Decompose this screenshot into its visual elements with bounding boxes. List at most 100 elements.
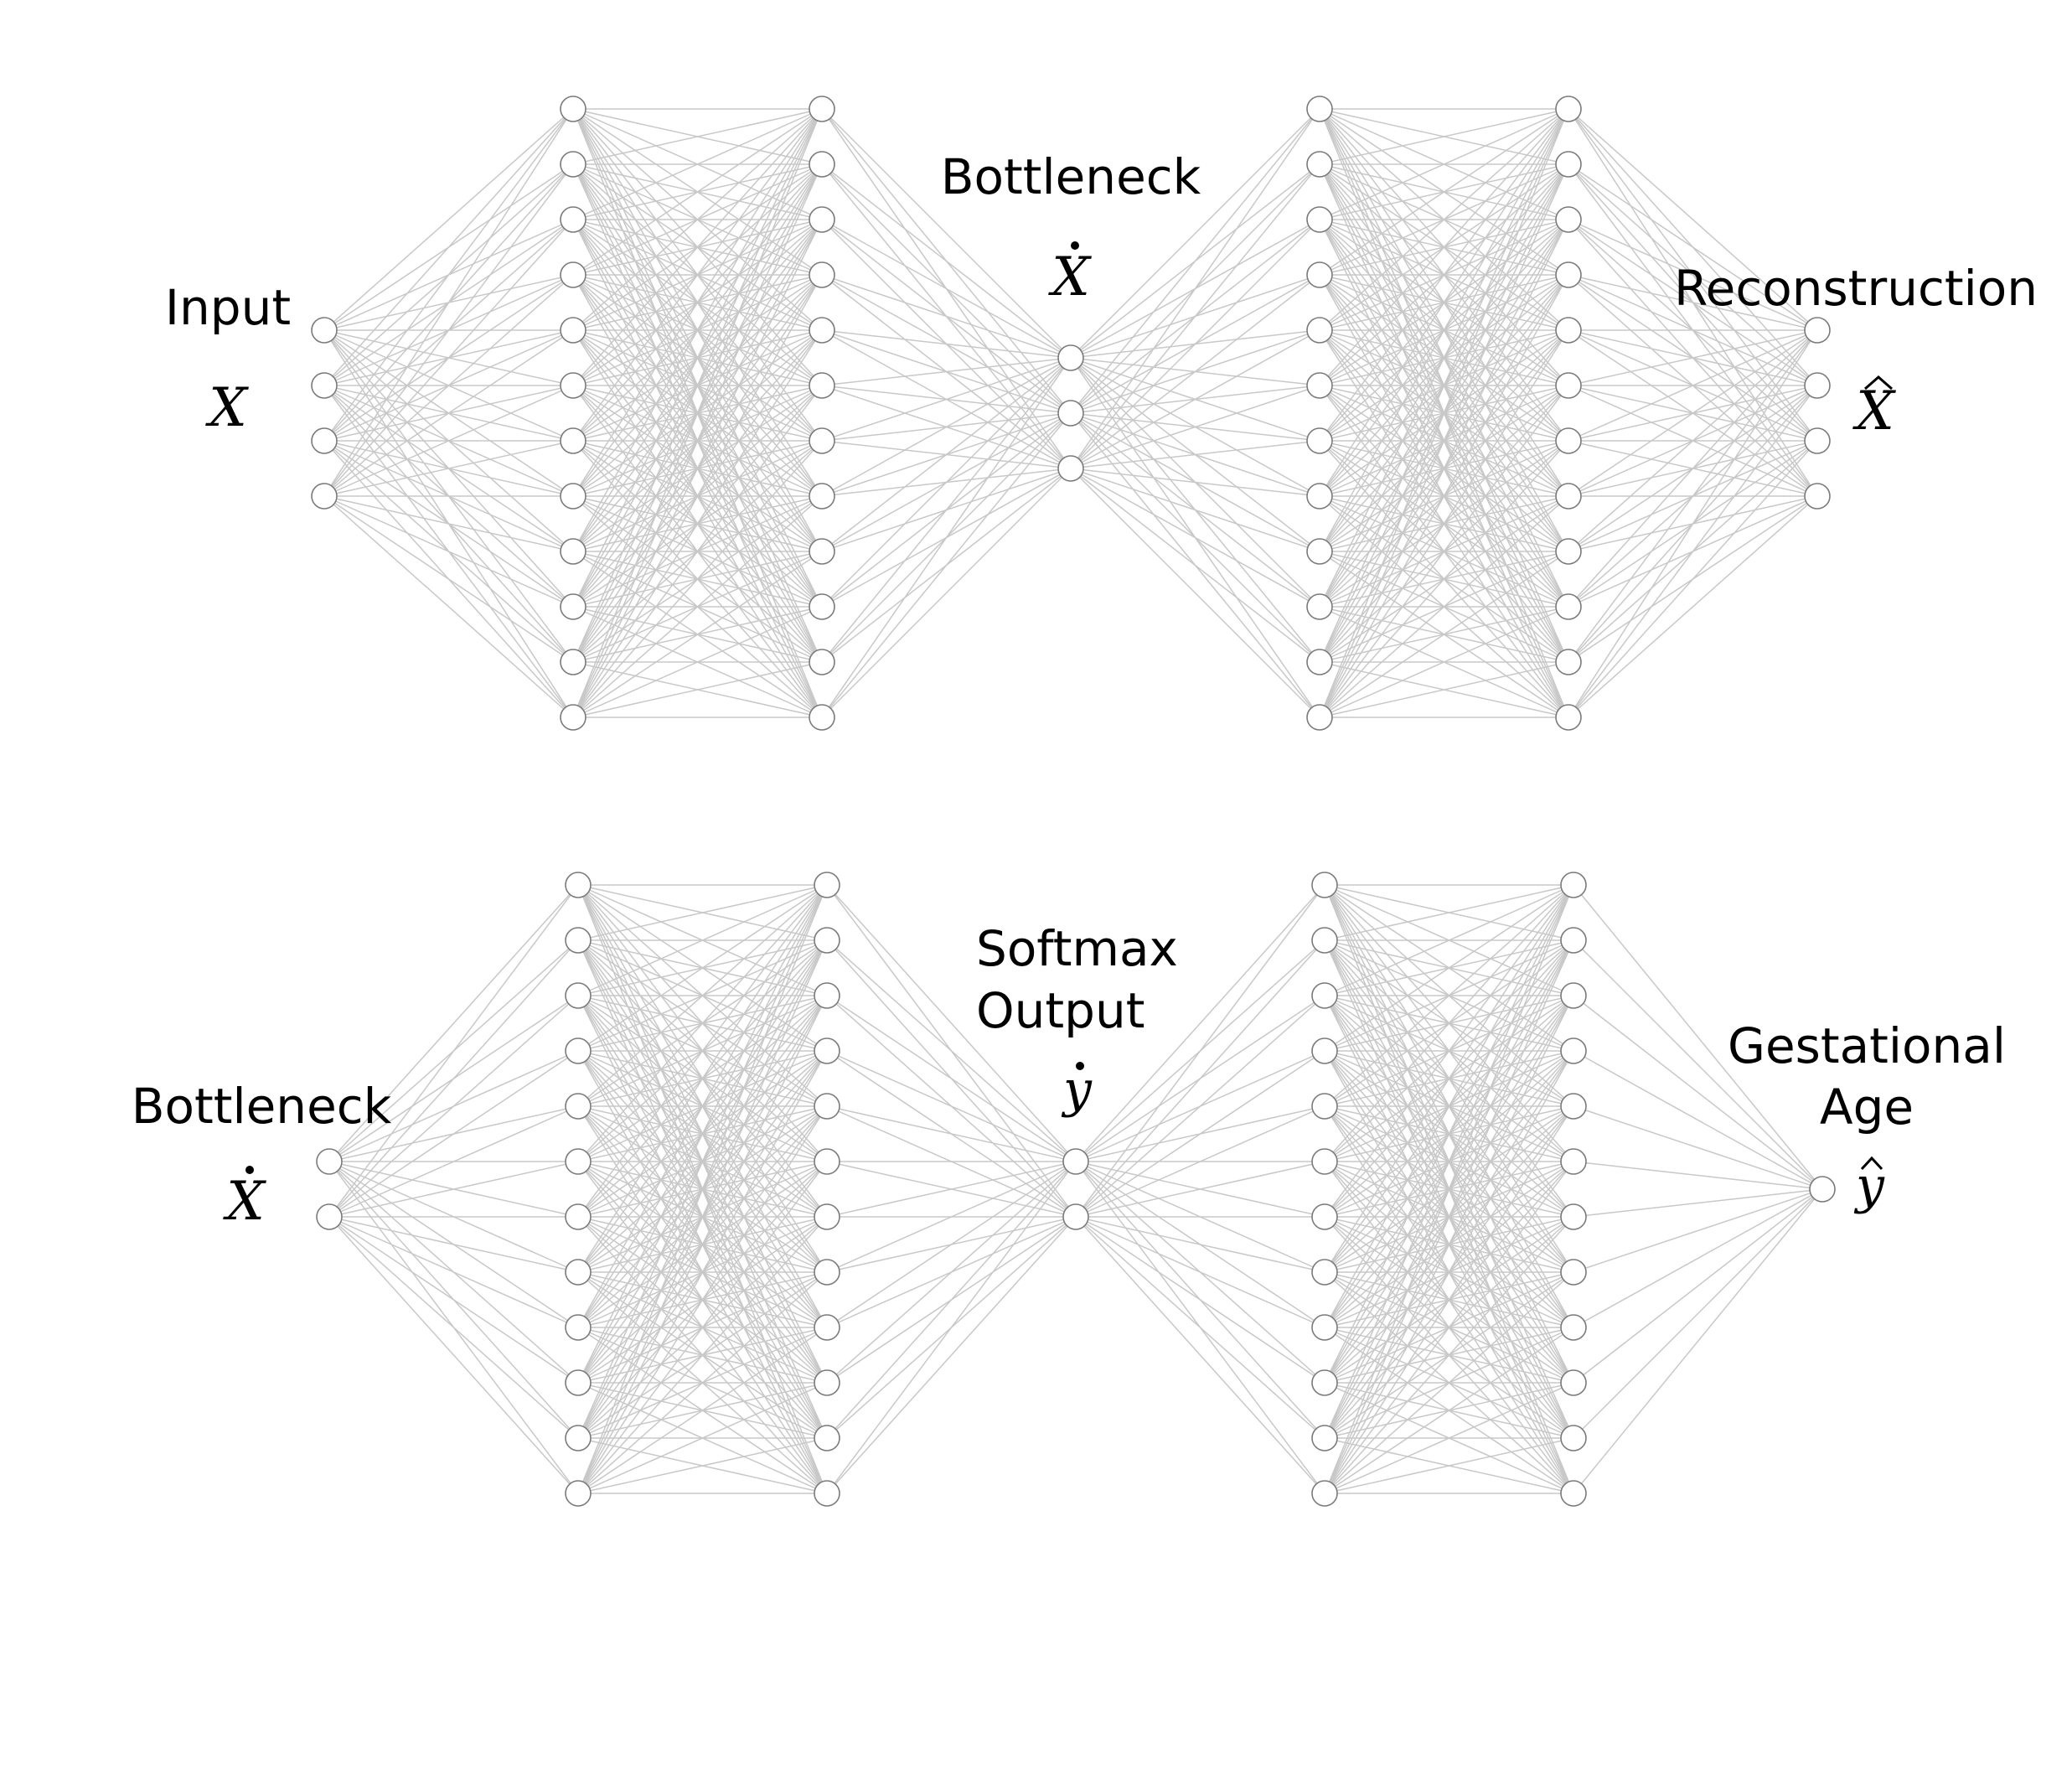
connection-line [826, 1161, 1077, 1328]
connection-line [328, 1050, 579, 1218]
connection-line [577, 1161, 828, 1494]
neuron-layer-2-node-2 [809, 206, 835, 233]
connection-line [1568, 329, 1818, 552]
connection-line [1319, 329, 1569, 718]
connection-line [1573, 884, 1823, 1190]
neuron-layer-1-node-4 [560, 317, 586, 344]
neuron-layer-5-node-11 [1560, 1480, 1587, 1507]
connection-line [323, 495, 574, 663]
neuron-layer-5-node-0 [1555, 96, 1582, 122]
connection-line [577, 884, 828, 1218]
connection-line [1075, 884, 1325, 1218]
neuron-layer-1-node-11 [565, 1480, 592, 1507]
connection-line [1324, 1050, 1574, 1494]
connection-line [1075, 939, 1325, 1218]
neuron-layer-4-node-2 [1311, 982, 1338, 1009]
neuron-layer-5-node-6 [1555, 427, 1582, 454]
reconstruction-hat-accent [1864, 375, 1893, 391]
neuron-layer-1-node-1 [565, 927, 592, 954]
connection-line [1075, 1216, 1325, 1273]
connection-line [577, 1271, 828, 1494]
neuron-layer-0-node-1 [316, 1203, 343, 1230]
neuron-layer-4-node-3 [1306, 261, 1333, 288]
neuron-layer-2-node-7 [809, 483, 835, 510]
neuron-layer-2-node-2 [814, 982, 840, 1009]
connection-line [1324, 884, 1574, 1384]
connection-line [1319, 219, 1569, 718]
connection-line [1070, 468, 1320, 608]
connection-line [1075, 1216, 1325, 1494]
connection-line [577, 884, 828, 1439]
connection-line [1324, 884, 1574, 1107]
connection-line [1568, 440, 1818, 718]
classifier-input-symbol: X [222, 1171, 266, 1233]
connection-line [328, 995, 579, 1218]
connection-line [1075, 1216, 1325, 1384]
classifier-input-label: Bottleneck [132, 1078, 392, 1135]
connection-line [1319, 108, 1569, 276]
connection-line [323, 495, 574, 552]
bottleneck-dot-accent [1071, 241, 1079, 250]
neuron-layer-4-node-1 [1306, 151, 1333, 178]
connection-line [826, 1216, 1077, 1494]
connection-line [1319, 108, 1569, 165]
connection-line [826, 1161, 1077, 1439]
connection-line [577, 995, 828, 1494]
neuron-layer-2-node-1 [809, 151, 835, 178]
connection-line [328, 1105, 579, 1218]
neuron-layer-5-node-4 [1555, 317, 1582, 344]
connection-line [1324, 884, 1574, 941]
neuron-layer-1-node-0 [560, 96, 586, 122]
connection-line [1319, 551, 1569, 718]
neuron-layer-2-node-10 [814, 1425, 840, 1451]
softmax-dot-accent [1076, 1062, 1084, 1070]
neuron-layer-4-node-7 [1306, 483, 1333, 510]
connection-line [572, 274, 823, 718]
neuron-layer-1-node-1 [560, 151, 586, 178]
connection-line [1573, 1188, 1823, 1328]
connection-line [826, 1161, 1077, 1384]
connection-line [821, 412, 1072, 718]
connection-line [1324, 1216, 1574, 1494]
neuron-layer-4-node-3 [1311, 1037, 1338, 1064]
connection-line [572, 163, 823, 718]
connection-line [577, 1382, 828, 1494]
connection-line [577, 939, 828, 1494]
connection-line [826, 939, 1077, 1162]
neuron-layer-6-node-1 [1804, 372, 1831, 399]
connection-line [821, 108, 1072, 359]
connection-line [1568, 329, 1818, 608]
connection-line [821, 357, 1072, 497]
connection-line [1070, 163, 1320, 469]
gestational-label-line1: Gestational [1728, 1017, 2006, 1074]
neuron-layer-3-node-1 [1057, 400, 1084, 427]
neuron-layer-0-node-0 [316, 1148, 343, 1175]
connection-line [1324, 884, 1574, 1328]
connection-line [821, 357, 1072, 386]
neuron-layer-2-node-8 [814, 1314, 840, 1341]
softmax-label-line2: Output [976, 982, 1145, 1039]
neuron-layer-5-node-2 [1560, 982, 1587, 1009]
neuron-layer-1-node-3 [560, 261, 586, 288]
softmax-symbol: y [1061, 1060, 1093, 1119]
connection-line [821, 329, 1072, 359]
connection-line [1319, 108, 1569, 608]
connection-line [572, 219, 823, 718]
neuron-layer-4-node-0 [1311, 872, 1338, 898]
neuron-layer-6-node-3 [1804, 483, 1831, 510]
neuron-layer-1-node-5 [565, 1148, 592, 1175]
connection-line [577, 1105, 828, 1494]
connection-line [1070, 219, 1320, 469]
neuron-layer-5-node-2 [1555, 206, 1582, 233]
connection-line [1319, 108, 1569, 497]
connection-line [1075, 884, 1325, 1162]
neuron-layer-2-node-4 [814, 1093, 840, 1120]
neuron-layer-4-node-11 [1306, 704, 1333, 731]
connection-line [1324, 1271, 1574, 1494]
connection-line [1573, 1188, 1823, 1439]
neuron-layer-1-node-6 [565, 1203, 592, 1230]
connection-line [1568, 385, 1818, 718]
connection-line [1319, 274, 1569, 718]
neuron-layer-5-node-10 [1560, 1425, 1587, 1451]
connection-line [1324, 884, 1574, 1162]
